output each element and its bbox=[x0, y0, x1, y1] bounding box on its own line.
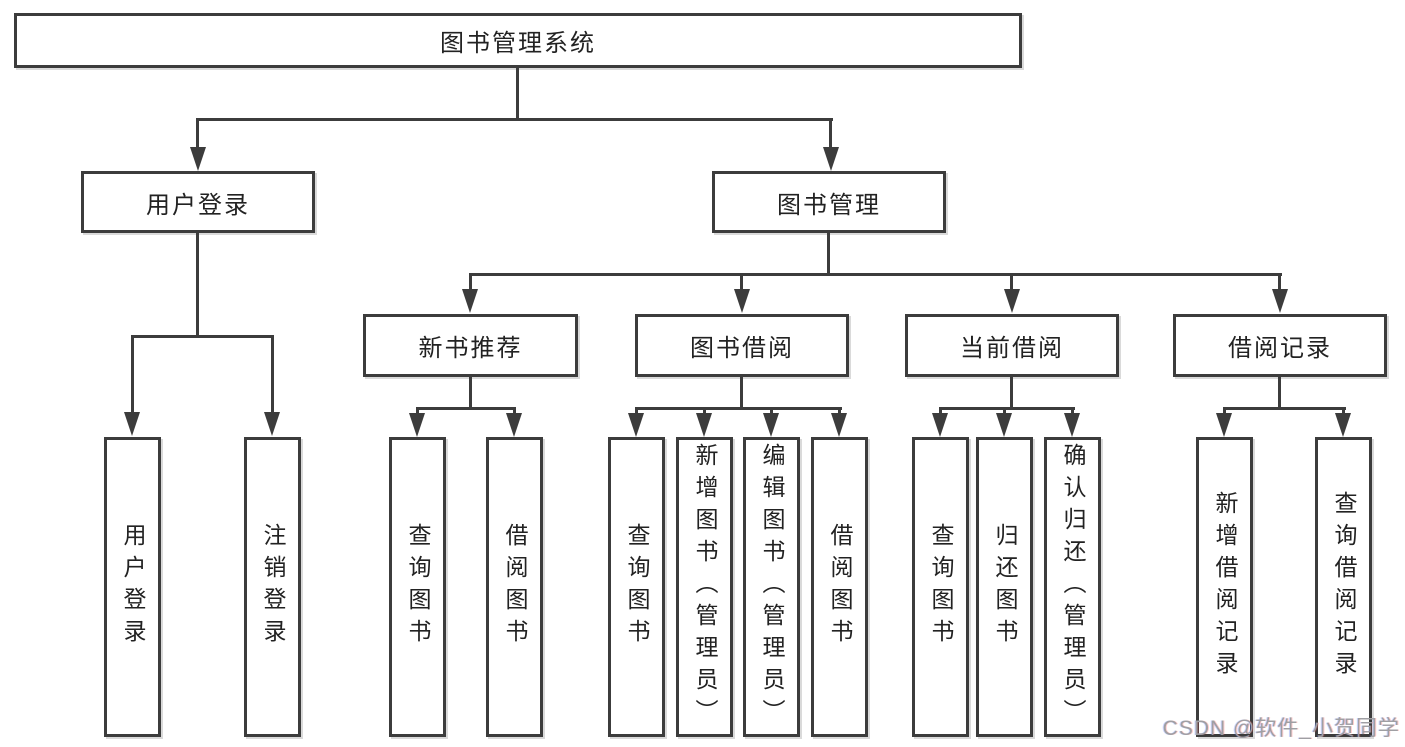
connector-line bbox=[196, 118, 833, 121]
node-label: 图书借阅 bbox=[690, 335, 794, 362]
connector-line bbox=[271, 335, 274, 413]
arrow-down-icon bbox=[1064, 413, 1080, 437]
connector-line bbox=[838, 407, 841, 416]
connector-line bbox=[1003, 407, 1006, 416]
connector-line bbox=[1010, 273, 1013, 291]
node-label: 用户登录 bbox=[146, 191, 250, 219]
arrow-down-icon bbox=[1335, 413, 1351, 437]
arrow-down-icon bbox=[831, 413, 847, 437]
connector-line bbox=[1278, 273, 1281, 291]
connector-line bbox=[939, 407, 1075, 410]
connector-line bbox=[469, 273, 472, 291]
connector-line bbox=[740, 273, 743, 291]
leaf-borrow-books: 借阅图书 bbox=[811, 437, 868, 737]
arrow-down-icon bbox=[628, 413, 644, 437]
connector-line bbox=[827, 233, 830, 273]
arrow-down-icon bbox=[409, 413, 425, 437]
arrow-down-icon bbox=[1004, 289, 1020, 313]
connector-line bbox=[516, 68, 519, 118]
connector-line bbox=[469, 273, 1282, 276]
arrow-down-icon bbox=[932, 413, 948, 437]
node-user-login: 用户登录 bbox=[81, 171, 315, 233]
node-library-management-system: 图书管理系统 bbox=[14, 13, 1022, 68]
leaf-label: 新增借阅记录 bbox=[1212, 491, 1238, 683]
leaf-borrow-books-recommend: 借阅图书 bbox=[486, 437, 543, 737]
leaf-label: 查询图书 bbox=[928, 523, 954, 651]
connector-line bbox=[703, 407, 706, 416]
connector-line bbox=[1278, 377, 1281, 408]
connector-line bbox=[131, 335, 134, 413]
leaf-edit-book-admin: 编辑图书（管理员） bbox=[743, 437, 800, 737]
connector-line bbox=[1342, 407, 1345, 416]
arrow-down-icon bbox=[124, 412, 140, 436]
connector-line bbox=[1010, 377, 1013, 408]
leaf-label: 编辑图书（管理员） bbox=[759, 443, 785, 731]
connector-line bbox=[196, 233, 199, 335]
leaf-query-books-current: 查询图书 bbox=[912, 437, 969, 737]
leaf-label: 确认归还（管理员） bbox=[1060, 443, 1086, 731]
arrow-down-icon bbox=[696, 413, 712, 437]
arrow-down-icon bbox=[1272, 289, 1288, 313]
arrow-down-icon bbox=[462, 289, 478, 313]
leaf-label: 注销登录 bbox=[260, 523, 286, 651]
leaf-query-borrow-record: 查询借阅记录 bbox=[1315, 437, 1372, 737]
node-borrowing-records: 借阅记录 bbox=[1173, 314, 1387, 377]
node-label: 当前借阅 bbox=[960, 335, 1064, 362]
connector-line bbox=[513, 407, 516, 416]
node-label: 图书管理系统 bbox=[440, 30, 596, 57]
connector-line bbox=[635, 407, 638, 416]
arrow-down-icon bbox=[763, 413, 779, 437]
connector-line bbox=[1071, 407, 1074, 416]
leaf-label: 借阅图书 bbox=[502, 523, 528, 651]
leaf-query-books-recommend: 查询图书 bbox=[389, 437, 446, 737]
leaf-label: 查询借阅记录 bbox=[1331, 491, 1357, 683]
connector-line bbox=[939, 407, 942, 416]
connector-line bbox=[1223, 407, 1226, 416]
connector-line bbox=[131, 335, 274, 338]
node-label: 图书管理 bbox=[777, 191, 881, 219]
connector-line bbox=[635, 407, 842, 410]
node-book-management: 图书管理 bbox=[712, 171, 946, 233]
leaf-confirm-return-admin: 确认归还（管理员） bbox=[1044, 437, 1101, 737]
leaf-add-book-admin: 新增图书（管理员） bbox=[676, 437, 733, 737]
arrow-down-icon bbox=[190, 147, 206, 171]
connector-line bbox=[469, 377, 472, 408]
watermark: CSDN @软件_小贺同学 bbox=[1162, 717, 1400, 740]
node-current-borrowing: 当前借阅 bbox=[905, 314, 1119, 377]
arrow-down-icon bbox=[506, 413, 522, 437]
connector-line bbox=[416, 407, 516, 410]
arrow-down-icon bbox=[823, 147, 839, 171]
leaf-user-login: 用户登录 bbox=[104, 437, 161, 737]
connector-line bbox=[740, 377, 743, 408]
connector-line bbox=[1223, 407, 1346, 410]
leaf-query-books-borrow: 查询图书 bbox=[608, 437, 665, 737]
arrow-down-icon bbox=[1216, 413, 1232, 437]
leaf-label: 借阅图书 bbox=[827, 523, 853, 651]
leaf-label: 查询图书 bbox=[624, 523, 650, 651]
leaf-label: 归还图书 bbox=[992, 523, 1018, 651]
node-book-borrowing: 图书借阅 bbox=[635, 314, 849, 377]
arrow-down-icon bbox=[734, 289, 750, 313]
leaf-label: 新增图书（管理员） bbox=[692, 443, 718, 731]
node-label: 借阅记录 bbox=[1228, 335, 1332, 362]
leaf-label: 查询图书 bbox=[405, 523, 431, 651]
leaf-return-book: 归还图书 bbox=[976, 437, 1033, 737]
leaf-label: 用户登录 bbox=[120, 523, 146, 651]
leaf-logout: 注销登录 bbox=[244, 437, 301, 737]
connector-line bbox=[770, 407, 773, 416]
connector-line bbox=[416, 407, 419, 416]
connector-line bbox=[196, 118, 199, 149]
arrow-down-icon bbox=[996, 413, 1012, 437]
node-new-book-recommendation: 新书推荐 bbox=[363, 314, 578, 377]
connector-line bbox=[829, 118, 832, 149]
node-label: 新书推荐 bbox=[418, 335, 523, 362]
arrow-down-icon bbox=[264, 412, 280, 436]
leaf-add-borrow-record: 新增借阅记录 bbox=[1196, 437, 1253, 737]
